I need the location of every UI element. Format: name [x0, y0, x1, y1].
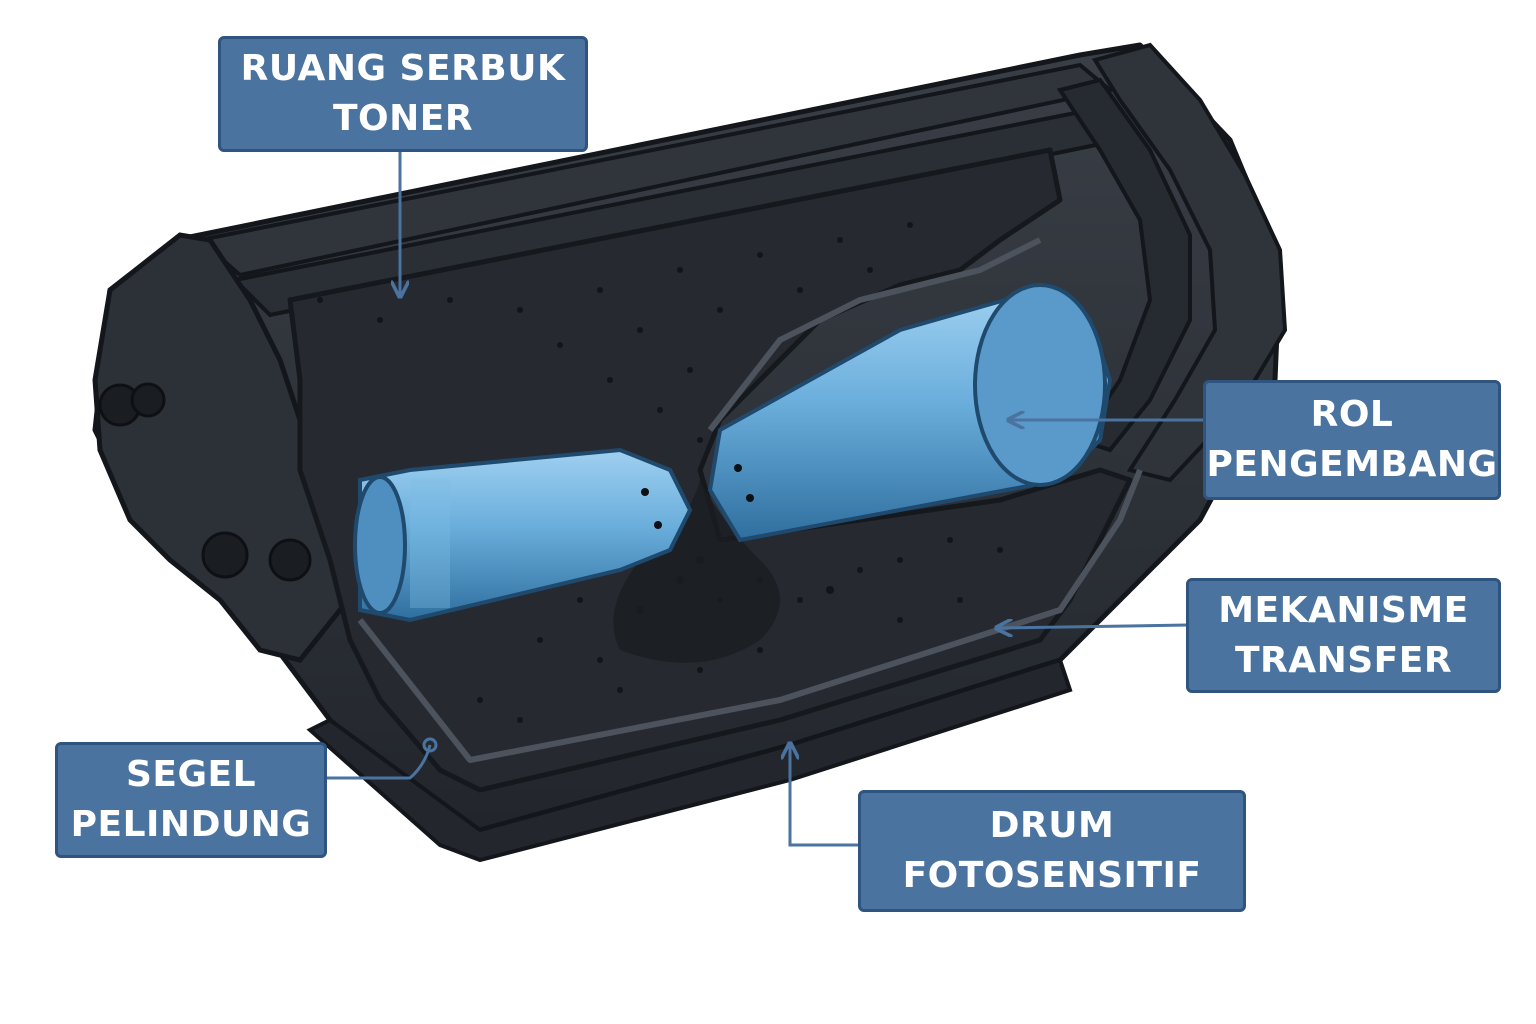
toner-spill [613, 480, 780, 663]
left-cap-hole-3 [201, 531, 249, 579]
label-photosensitive-drum-line1: DRUM [989, 805, 1115, 846]
right-roller-segment [707, 283, 1113, 543]
label-transfer-mechanism-line2: TRANSFER [1234, 639, 1453, 681]
label-toner-chamber: RUANG SERBUK TONER [218, 36, 588, 152]
inner-rim-line [357, 468, 1143, 763]
bottom-lip [306, 657, 1073, 863]
label-transfer-mechanism-line1: MEKANISME [1218, 589, 1469, 631]
left-cap-hole-4 [268, 538, 312, 582]
label-developer-roller-line1: ROL [1310, 394, 1394, 435]
right-end-rib [1091, 42, 1288, 483]
label-toner-chamber-line1: RUANG SERBUK [240, 48, 566, 89]
inner-rim-line-2 [707, 237, 1042, 432]
label-photosensitive-drum-line2: FOTOSENSITIF [902, 855, 1202, 896]
label-photosensitive-drum: DRUM FOTOSENSITIF [858, 790, 1246, 912]
label-protective-seal: SEGEL PELINDUNG [55, 742, 327, 858]
toner-chamber-cavity [287, 147, 1133, 793]
leader-transfer-mechanism [998, 625, 1189, 628]
leader-protective-seal [326, 744, 432, 780]
left-cap-hole-2 [130, 382, 166, 418]
label-protective-seal-line2: PELINDUNG [70, 804, 312, 845]
right-end-rib-2 [1056, 77, 1192, 453]
label-toner-chamber-line2: TONER [332, 98, 474, 139]
label-protective-seal-line1: SEGEL [125, 754, 257, 795]
left-roller-segment [353, 447, 693, 623]
label-transfer-mechanism: MEKANISME TRANSFER [1186, 578, 1501, 693]
leader-lines [326, 150, 1205, 847]
leader-photosensitive-drum [790, 745, 860, 847]
label-developer-roller: ROL PENGEMBANG [1203, 380, 1501, 500]
label-developer-roller-line2: PENGEMBANG [1206, 444, 1498, 485]
